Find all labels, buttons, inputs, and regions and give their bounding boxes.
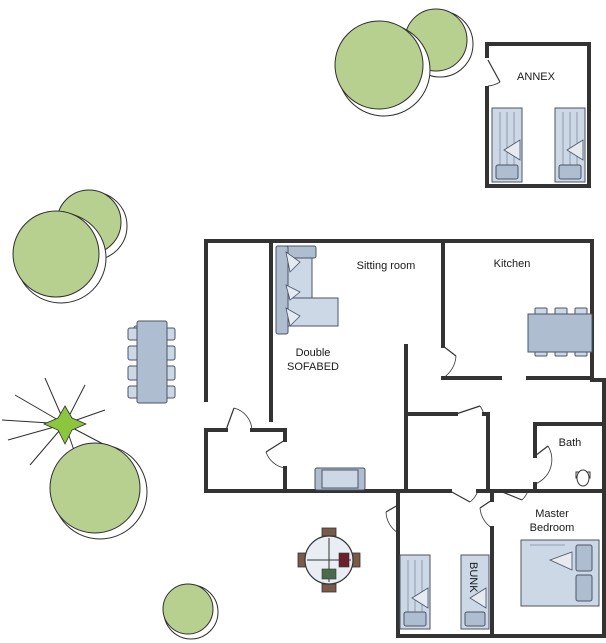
tree-icon-bottom-left bbox=[49, 442, 148, 540]
annex-room: ANNEX bbox=[484, 42, 591, 188]
sofabed-label-line1: Double bbox=[296, 347, 331, 359]
sitting-room-label: Sitting room bbox=[357, 260, 416, 272]
sideboard-icon bbox=[314, 467, 366, 491]
tree-icon bbox=[12, 210, 107, 304]
star-tree-icon bbox=[1, 377, 106, 469]
door-icon bbox=[449, 490, 479, 503]
bunk-bed-icon bbox=[460, 554, 490, 630]
door-icon bbox=[265, 439, 286, 469]
tree-icon bbox=[334, 20, 431, 117]
round-table-icon bbox=[297, 527, 361, 593]
patio-table-icon bbox=[127, 320, 176, 404]
dining-table-icon bbox=[527, 307, 593, 357]
sofa-icon bbox=[275, 245, 339, 335]
door-icon bbox=[534, 445, 553, 485]
annex-label: ANNEX bbox=[517, 71, 556, 83]
master-bedroom-label-line2: Bedroom bbox=[530, 522, 575, 534]
door-icon bbox=[499, 490, 529, 501]
shrub-icon bbox=[162, 583, 219, 640]
bed-icon bbox=[491, 107, 523, 183]
sofabed-label-line2: SOFABED bbox=[287, 361, 339, 373]
door-icon bbox=[385, 504, 399, 534]
master-bedroom-label-line1: Master bbox=[535, 508, 569, 520]
kitchen-label: Kitchen bbox=[494, 258, 531, 270]
bath-label: Bath bbox=[559, 437, 582, 449]
door-icon bbox=[479, 499, 493, 529]
toilet-icon bbox=[575, 469, 591, 487]
bed-icon bbox=[554, 107, 586, 183]
main-house-walls bbox=[204, 239, 606, 638]
tree-icon-left-pair bbox=[12, 189, 128, 304]
door-icon bbox=[225, 407, 253, 431]
bunk-label: BUNK bbox=[467, 562, 479, 593]
double-bed-icon bbox=[520, 539, 600, 607]
tree-icon-top-pair bbox=[334, 8, 474, 117]
bed-icon bbox=[399, 554, 431, 630]
door-icon bbox=[455, 405, 485, 415]
door-icon bbox=[487, 59, 501, 87]
door-icon bbox=[442, 345, 457, 379]
